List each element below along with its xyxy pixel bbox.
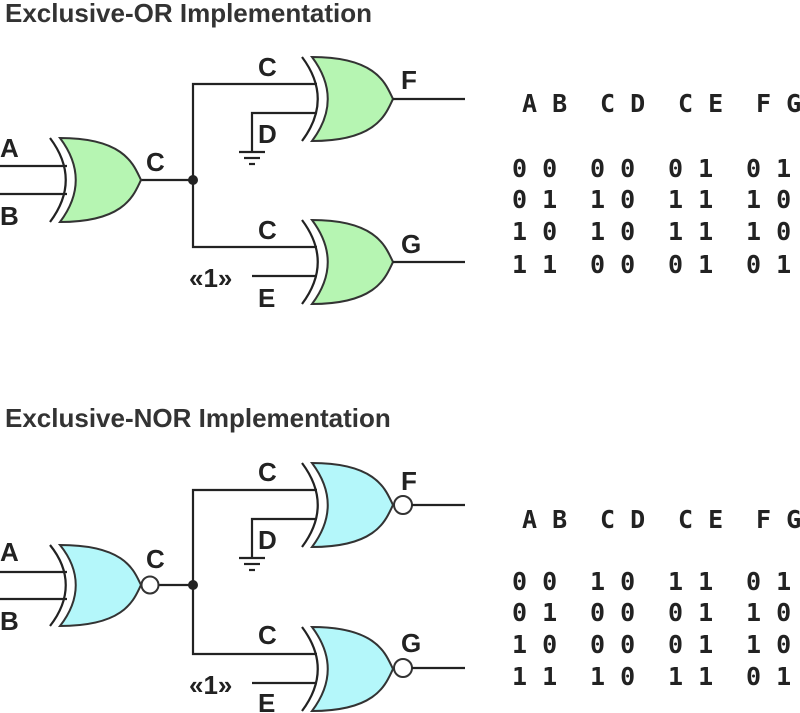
xnor-gate-1 bbox=[57, 543, 143, 628]
table-cell: 0 1 bbox=[668, 598, 713, 627]
signal-labels: A B C C D F C «1» E G bbox=[0, 52, 421, 313]
table-cell: 1 0 bbox=[590, 217, 635, 246]
gate-input-arc bbox=[301, 626, 319, 712]
xnor-gate-g bbox=[310, 625, 395, 713]
table-cell: 1 0 bbox=[590, 662, 635, 691]
xor-gate-1 bbox=[58, 136, 143, 224]
label-b: B bbox=[0, 606, 19, 636]
gate-input-arc bbox=[49, 137, 67, 223]
table-cell: 1 0 bbox=[512, 630, 557, 659]
truth-table: A B C D C E F G 0 0 1 0 1 1 0 1 0 1 0 0 … bbox=[512, 505, 800, 691]
truth-table: A B C D C E F G 0 0 0 0 0 1 0 1 0 1 1 0 … bbox=[512, 89, 800, 279]
wire-c-top bbox=[191, 488, 317, 585]
table-cell: 1 0 bbox=[590, 567, 635, 596]
label-a: A bbox=[0, 537, 19, 567]
table-cell: 1 1 bbox=[668, 662, 713, 691]
table-cell: 1 0 bbox=[746, 598, 791, 627]
table-header: C D bbox=[600, 89, 645, 118]
table-cell: 0 1 bbox=[668, 154, 713, 183]
table-cell: 0 0 bbox=[512, 154, 557, 183]
table-cell: 0 1 bbox=[512, 185, 557, 214]
table-cell: 1 0 bbox=[512, 217, 557, 246]
label-c-bottom: C bbox=[258, 620, 277, 650]
xnor-gate-f bbox=[310, 461, 395, 549]
table-header: C D bbox=[600, 505, 645, 534]
table-cell: 1 1 bbox=[668, 185, 713, 214]
xor-gate-f bbox=[310, 55, 395, 143]
circuit bbox=[0, 461, 465, 713]
section-title: Exclusive-NOR Implementation bbox=[5, 403, 391, 433]
label-f: F bbox=[401, 466, 417, 496]
label-g: G bbox=[401, 229, 421, 259]
xor-section: Exclusive-OR Implementation bbox=[0, 0, 800, 313]
table-cell: 0 1 bbox=[746, 567, 791, 596]
table-header: F G bbox=[756, 89, 800, 118]
xor-gate-g bbox=[310, 218, 395, 306]
table-cell: 0 1 bbox=[668, 630, 713, 659]
table-cell: 1 1 bbox=[512, 250, 557, 279]
xnor-section: Exclusive-NOR Implementation bbox=[0, 403, 800, 713]
table-cell: 0 0 bbox=[590, 154, 635, 183]
label-d: D bbox=[258, 119, 277, 149]
table-cell: 1 0 bbox=[746, 217, 791, 246]
table-cell: 0 1 bbox=[746, 154, 791, 183]
label-c-out: C bbox=[146, 544, 165, 574]
gate-input-arc bbox=[49, 544, 67, 627]
label-c-bottom: C bbox=[258, 215, 277, 245]
label-a: A bbox=[0, 133, 19, 163]
wire-c-bottom bbox=[191, 585, 317, 656]
table-header: A B bbox=[522, 89, 567, 118]
label-b: B bbox=[0, 201, 19, 231]
table-cell: 1 1 bbox=[668, 567, 713, 596]
wire-d bbox=[250, 517, 317, 558]
table-cell: 0 0 bbox=[590, 630, 635, 659]
label-c-out: C bbox=[146, 147, 165, 177]
table-cell: 0 0 bbox=[590, 598, 635, 627]
label-logic-one: «1» bbox=[189, 670, 232, 700]
label-f: F bbox=[401, 65, 417, 95]
table-cell: 0 1 bbox=[512, 598, 557, 627]
label-e: E bbox=[258, 688, 275, 713]
table-cell: 0 1 bbox=[746, 250, 791, 279]
wire-c-top bbox=[191, 82, 317, 180]
table-cell: 1 0 bbox=[746, 185, 791, 214]
table-header: C E bbox=[678, 505, 723, 534]
label-c-top: C bbox=[258, 457, 277, 487]
gate-input-arc bbox=[301, 219, 319, 305]
table-cell: 1 0 bbox=[590, 185, 635, 214]
table-cell: 0 0 bbox=[512, 567, 557, 596]
table-cell: 1 1 bbox=[512, 662, 557, 691]
table-cell: 0 1 bbox=[668, 250, 713, 279]
table-cell: 1 0 bbox=[746, 630, 791, 659]
gate-input-arc bbox=[301, 462, 319, 548]
table-header: C E bbox=[678, 89, 723, 118]
table-header: A B bbox=[522, 505, 567, 534]
circuit bbox=[0, 55, 465, 306]
label-e: E bbox=[258, 283, 275, 313]
signal-labels: A B C C D F C «1» E G bbox=[0, 457, 421, 713]
label-c-top: C bbox=[258, 52, 277, 82]
inversion-bubble bbox=[140, 575, 160, 595]
label-g: G bbox=[401, 628, 421, 658]
gate-input-arc bbox=[301, 56, 319, 142]
label-logic-one: «1» bbox=[189, 263, 232, 293]
table-cell: 1 1 bbox=[668, 217, 713, 246]
inversion-bubble bbox=[393, 658, 413, 678]
table-header: F G bbox=[756, 505, 800, 534]
table-cell: 0 1 bbox=[746, 662, 791, 691]
wire-c-bottom bbox=[191, 180, 317, 249]
label-d: D bbox=[258, 525, 277, 555]
section-title: Exclusive-OR Implementation bbox=[5, 0, 372, 28]
inversion-bubble bbox=[393, 495, 413, 515]
table-cell: 0 0 bbox=[590, 250, 635, 279]
wire-d bbox=[250, 111, 317, 152]
